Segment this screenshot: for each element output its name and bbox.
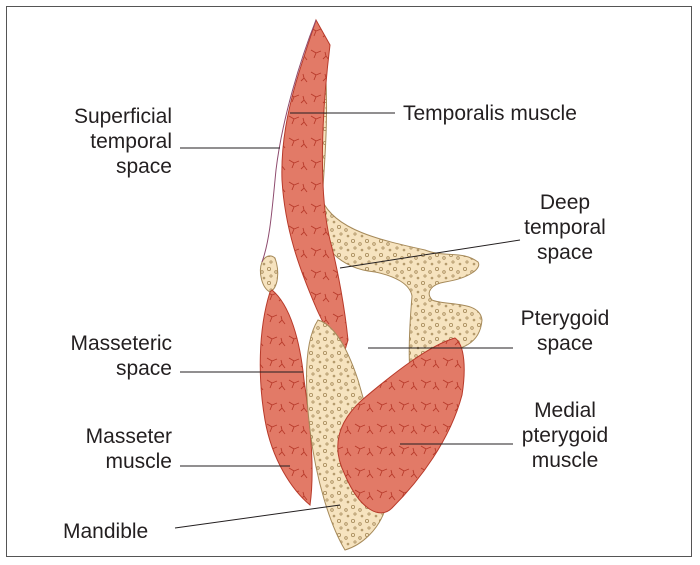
label-mandible: Mandible: [63, 519, 148, 544]
zygomatic-bone: [260, 256, 277, 292]
medial-pterygoid-muscle: [338, 338, 464, 513]
label-masseteric-space: Masseteric space: [22, 331, 172, 381]
label-pterygoid-space: Pterygoid space: [510, 306, 620, 356]
label-temporalis-muscle: Temporalis muscle: [403, 101, 577, 126]
temporalis-muscle: [282, 20, 348, 360]
masseter-muscle: [260, 290, 312, 505]
label-masseter-muscle: Masseter muscle: [22, 424, 172, 474]
label-superficial-temporal-space: Superficial temporal space: [22, 104, 172, 179]
label-medial-pterygoid-muscle: Medial pterygoid muscle: [510, 398, 620, 473]
label-deep-temporal-space: Deep temporal space: [510, 190, 620, 265]
